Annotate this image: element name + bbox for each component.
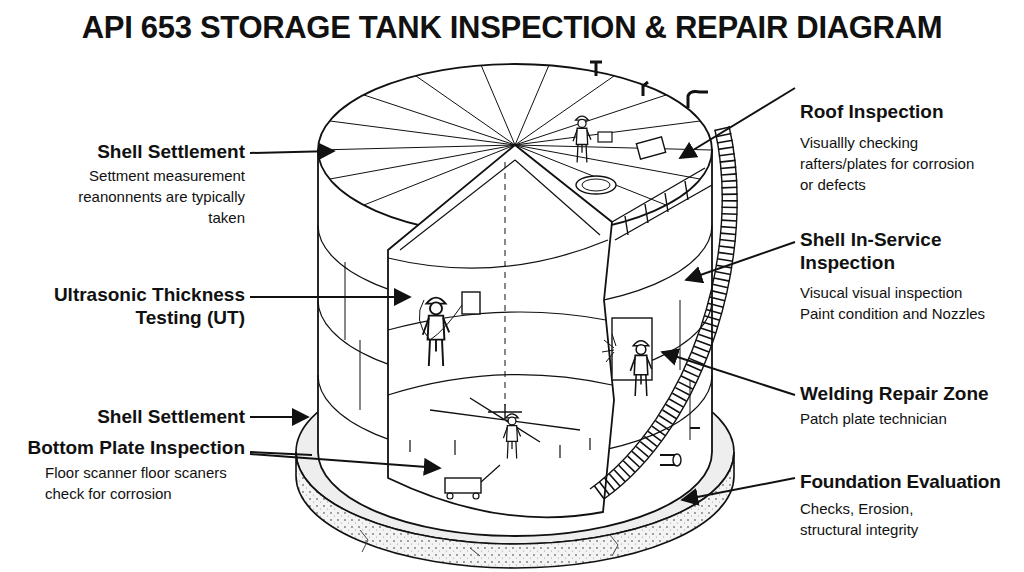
roof-manhole xyxy=(576,176,616,194)
leader-arrow xyxy=(680,88,795,158)
callout-heading: Welding Repair Zone xyxy=(800,382,1015,405)
interior-wall-seams xyxy=(388,312,612,395)
ut-cable xyxy=(419,300,462,340)
callout-heading: Foundation Evaluation xyxy=(800,470,1020,493)
roof-inspector xyxy=(573,116,591,162)
callout-text: Settment measurement reanonnents are typ… xyxy=(78,165,245,228)
callout-text: Patch plate technician xyxy=(800,408,1015,429)
welder xyxy=(630,341,651,396)
roof-handrail xyxy=(612,168,712,240)
ut-gauge xyxy=(462,292,480,314)
stair-stringers xyxy=(590,126,737,499)
diagram-title: API 653 STORAGE TANK INSPECTION & REPAIR… xyxy=(0,8,1024,48)
callout-heading: Shell Settlement xyxy=(45,140,245,163)
weld-sparks xyxy=(602,334,616,362)
callout-arrows xyxy=(250,88,795,500)
ut-technician xyxy=(423,298,449,366)
scanner-wheels xyxy=(447,465,500,499)
floor-technician xyxy=(503,414,520,459)
nozzle-flange xyxy=(673,454,681,466)
roof-vents xyxy=(590,62,708,108)
callout-text: Visucal visual inspection Paint conditio… xyxy=(800,282,998,324)
roof-underside xyxy=(388,160,608,268)
leader-arrow xyxy=(250,454,440,468)
callout-text: Checks, Erosion, structural integrity xyxy=(800,498,970,540)
cutaway xyxy=(388,145,614,517)
leader-arrow xyxy=(250,416,308,418)
callout-text: Floor scanner floor scaners check for co… xyxy=(45,462,255,504)
leader-arrow xyxy=(250,151,334,153)
roof-hatch xyxy=(636,137,665,159)
callout-text: Visuallly checking rafters/plates for co… xyxy=(800,132,985,195)
shell-nozzles xyxy=(660,428,700,465)
clipboard xyxy=(598,132,612,142)
leader-arrow xyxy=(682,478,795,500)
leader-arrow xyxy=(250,296,410,298)
callout-heading: Roof Inspection xyxy=(800,100,1015,123)
roof-manhole-inner xyxy=(582,179,610,191)
callout-heading: Bottom Plate Inspection xyxy=(5,436,245,459)
callout-heading: Ultrasonic Thickness Testing (UT) xyxy=(20,283,245,329)
leader-arrow xyxy=(686,242,795,280)
callout-heading: Shell Settlement xyxy=(45,405,245,428)
center-column xyxy=(505,162,506,405)
floor-stiffeners xyxy=(410,438,590,458)
callout-heading: Shell In-Service Inspection xyxy=(800,228,980,274)
floor-scanner xyxy=(445,478,481,493)
leader-arrow xyxy=(662,352,795,395)
